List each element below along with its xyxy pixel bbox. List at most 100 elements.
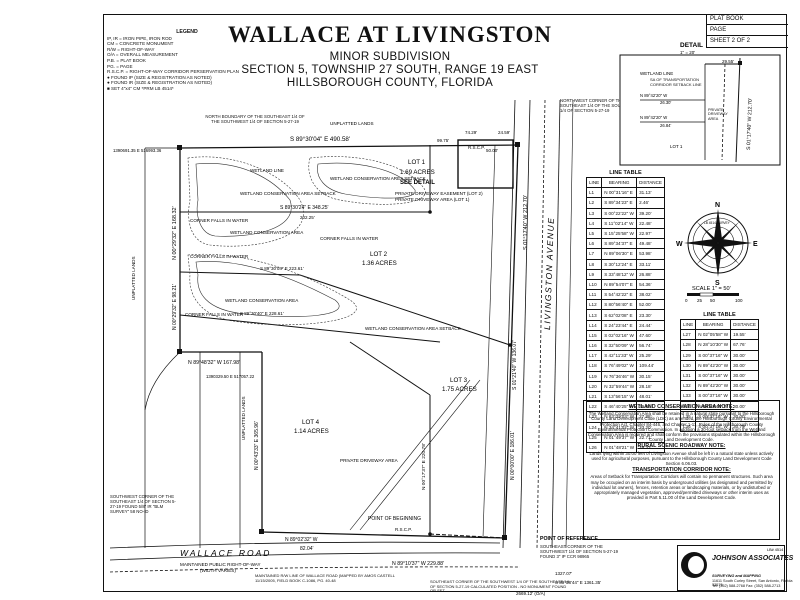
north-line-bearing: S 89°30'04" E 490.58' xyxy=(290,136,350,143)
table-cell: L28 xyxy=(679,339,697,351)
scale-label: SCALE 1" = 50' xyxy=(692,286,731,292)
table-cell: 29.33' xyxy=(636,441,665,454)
unplatted-label: UNPLATTED LANDS xyxy=(330,121,374,126)
table-cell: L6 xyxy=(585,238,603,250)
table-cell: S 00°37'16" W xyxy=(695,369,732,382)
table-cell: S 42°11'33" W xyxy=(601,350,638,362)
table-cell: 39.20' xyxy=(636,207,665,219)
table-cell: 22.97' xyxy=(636,227,665,240)
table-cell: N 89°42'20" W xyxy=(695,359,732,371)
table-cell: L36 xyxy=(679,420,697,433)
compass-w: W xyxy=(676,241,683,248)
wallace-road-row xyxy=(109,541,521,573)
north-arrow-compass: N S E W LB 4514 SURVEY xyxy=(676,202,758,287)
detail-sa-note: SA OF TRANSPORTATION CORRIDOR SETBACK LI… xyxy=(650,78,702,86)
detail-scale: 1" = 20' xyxy=(680,50,695,55)
plat-page-label: PAGE xyxy=(707,25,788,36)
lot4-north-bearing: N 89°48'32" W 167.98' xyxy=(188,360,240,366)
table-cell: 67.76' xyxy=(730,339,759,351)
legend-item: PG. = PAGE xyxy=(107,63,133,69)
table-cell: L2 xyxy=(585,197,603,209)
table-cell: S 00°22'22" W xyxy=(601,207,638,219)
lot3-line-bearing: S 89°30'40" E 228.61' xyxy=(240,311,284,316)
drawing-sheet-border xyxy=(103,14,787,592)
rscp-label: R.S.C.P. xyxy=(468,145,485,150)
table-cell: S 00°37'16" W xyxy=(695,420,732,433)
lot2-south-bearing: S 89°30'04" E 223.61' xyxy=(260,266,304,271)
table-cell: S 32°50'09" W xyxy=(601,339,638,352)
table-cell: L20 xyxy=(585,380,603,392)
detail-wetland-line: WETLAND LINE xyxy=(640,71,673,76)
company-name: JOHNSON ASSOCIATES xyxy=(712,555,794,562)
wallace-road-label: WALLACE ROAD xyxy=(180,548,271,558)
table-cell: S 30°12'24" E xyxy=(601,258,638,270)
transport-note-text: Areas of Setback for Transportation Corr… xyxy=(590,474,773,501)
table-cell: N 02°05'58" W xyxy=(695,329,732,341)
table-cell: S 89°34'23" E xyxy=(601,197,638,209)
table-cell: S 89°34'37" E xyxy=(601,238,638,250)
section-township-range: SECTION 5, TOWNSHIP 27 SOUTH, RANGE 19 E… xyxy=(241,64,539,76)
table-cell: L15 xyxy=(585,329,603,342)
wallace-road-sub: MAINTAINED PUBLIC RIGHT-OF-WAY xyxy=(180,562,261,567)
detail-lot1: LOT 1 xyxy=(670,144,683,149)
table-cell: 25.29' xyxy=(636,350,665,362)
coords-1: 1390691.35 E 516993.36 xyxy=(113,148,162,153)
table-header: BEARING xyxy=(695,318,732,331)
table-cell: 33.11' xyxy=(636,258,665,270)
table-cell: 30.75' xyxy=(730,420,759,433)
table-cell: S 24°23'44" E xyxy=(601,319,638,331)
sheet-number: SHEET 2 OF 2 xyxy=(710,38,750,44)
company-lb: LB# 4514 xyxy=(767,548,783,552)
legend-item: CM = CONCRETE MONUMENT xyxy=(107,41,174,47)
detail-dist: 29.55' xyxy=(722,59,734,64)
company-logo: LB# 4514 xyxy=(677,545,785,591)
table-cell: N 89°54'07" E xyxy=(601,278,638,291)
lot3-diag-bearing: N 00°17'37" E 220.78' xyxy=(421,443,427,490)
detail-b1-dist: 26.30' xyxy=(660,100,671,105)
seg-dist: 50.00' xyxy=(486,148,498,153)
subdivision-type: MINOR SUBDIVISION xyxy=(329,51,451,63)
private-easement-label: PRIVATE DRIVEWAY EASEMENT (LOT 2) xyxy=(395,191,483,196)
table-cell: L3 xyxy=(585,207,603,219)
table-cell: N 01°48'21" W xyxy=(601,441,638,454)
lot4-area: 1.14 ACRES xyxy=(294,428,329,435)
coords-2: 1390329.50 E 517057.22 xyxy=(206,374,255,379)
table-cell: 30.15' xyxy=(636,370,665,382)
seg-dist: 202.25' xyxy=(300,215,315,220)
table-cell: 109.44' xyxy=(636,360,665,372)
table-cell: S 00°37'16" W xyxy=(695,349,732,361)
legend: LEGEND IP, IR = IRON PIPE, IRON ROD CM =… xyxy=(107,29,267,92)
survey-monuments xyxy=(177,142,520,540)
legend-item: ■ SET 4"x4" CM *PRM LB 4514* xyxy=(107,85,174,91)
table-cell: L12 xyxy=(585,299,603,311)
corner-falls-label: CORNER FALLS IN WATER xyxy=(190,218,249,223)
lot3-east-bearing: N 00°00'00" E 186.01' xyxy=(510,431,516,480)
line-table-caption: LINE TABLE xyxy=(703,312,736,318)
table-cell: L7 xyxy=(585,248,603,260)
compass-s: S xyxy=(715,280,720,287)
plat-reference-box: PLAT BOOK PAGE SHEET 2 OF 2 xyxy=(706,14,788,48)
table-header: LINE xyxy=(585,176,603,189)
wetland-line-label: WETLAND LINE xyxy=(250,168,284,173)
legend-item: IP, IR = IRON PIPE, IRON ROD xyxy=(107,35,172,41)
corner-falls-label-2: CORNER FALLS IN WATER xyxy=(190,254,249,259)
plat-book-label: PLAT BOOK xyxy=(707,14,788,25)
lot4-label: LOT 4 xyxy=(302,419,320,426)
table-cell: 54.36' xyxy=(636,278,665,291)
adjacent-parcel-lines xyxy=(144,147,241,548)
